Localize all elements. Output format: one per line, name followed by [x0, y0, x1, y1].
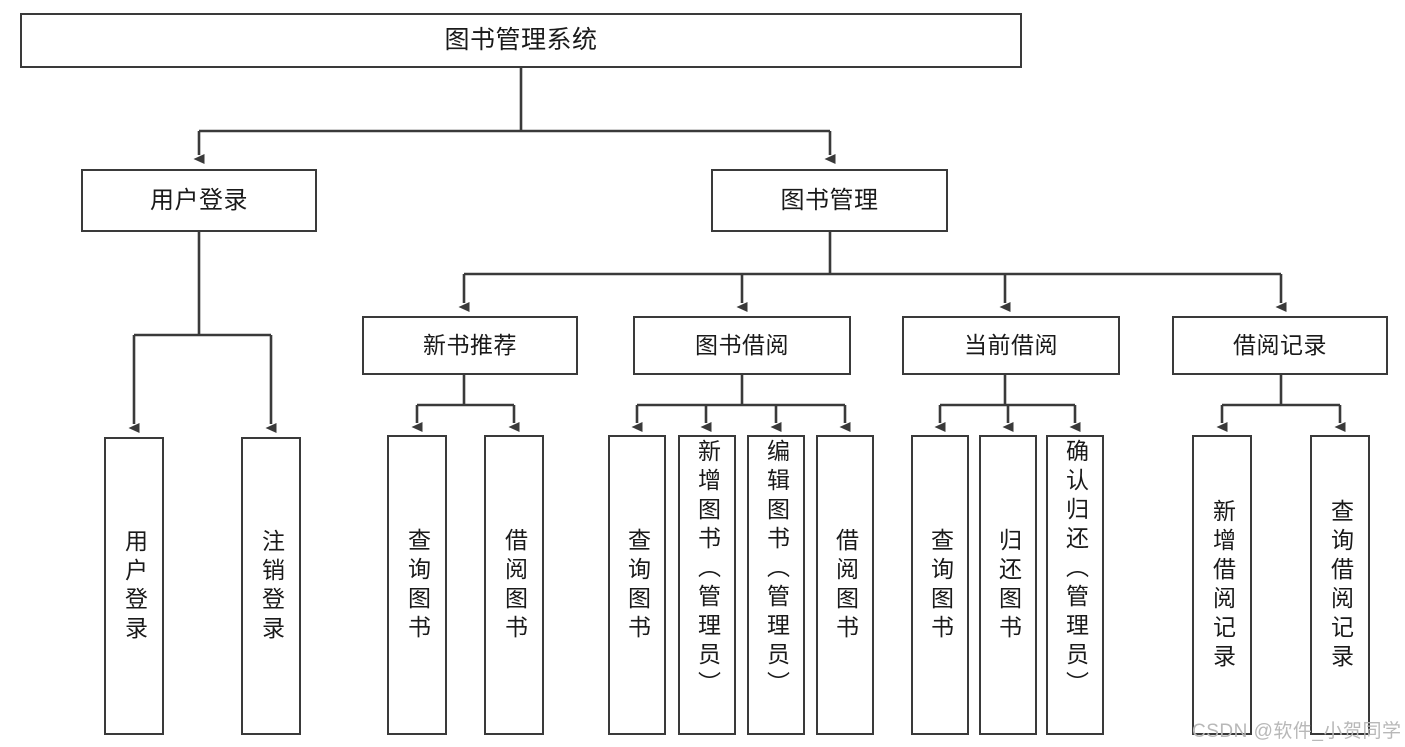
node-leaf-query-book-3-label: 查询图书	[927, 528, 954, 644]
node-borrow-record-label: 借阅记录	[1233, 332, 1327, 359]
node-leaf-user-login[interactable]: 用户登录	[104, 437, 164, 735]
node-user-login[interactable]: 用户登录	[81, 169, 317, 232]
node-book-borrow-label: 图书借阅	[695, 332, 789, 359]
node-leaf-logout[interactable]: 注销登录	[241, 437, 301, 735]
node-current-borrow-label: 当前借阅	[964, 332, 1058, 359]
node-leaf-borrow-book-1-label: 借阅图书	[501, 528, 528, 644]
node-new-book-recommend-label: 新书推荐	[423, 332, 517, 359]
node-root[interactable]: 图书管理系统	[20, 13, 1022, 68]
node-root-label: 图书管理系统	[444, 26, 598, 55]
node-leaf-borrow-book-2-label: 借阅图书	[832, 528, 859, 644]
csdn-watermark: CSDN @软件_小贺同学	[1192, 721, 1402, 742]
node-leaf-user-login-label: 用户登录	[121, 529, 148, 645]
node-leaf-query-book-1-label: 查询图书	[404, 528, 431, 644]
node-current-borrow[interactable]: 当前借阅	[902, 316, 1120, 375]
node-book-management-label: 图书管理	[780, 186, 879, 214]
node-leaf-borrow-book-1[interactable]: 借阅图书	[484, 435, 544, 735]
node-leaf-query-book-2-label: 查询图书	[624, 528, 651, 644]
node-book-borrow[interactable]: 图书借阅	[633, 316, 851, 375]
node-leaf-confirm-return[interactable]: 确认归还（管理员）	[1046, 435, 1104, 735]
node-leaf-return-book-label: 归还图书	[995, 528, 1022, 644]
node-book-management[interactable]: 图书管理	[711, 169, 948, 232]
node-borrow-record[interactable]: 借阅记录	[1172, 316, 1388, 375]
node-leaf-add-record-label: 新增借阅记录	[1209, 499, 1236, 673]
node-leaf-add-book[interactable]: 新增图书（管理员）	[678, 435, 736, 735]
node-leaf-query-book-2[interactable]: 查询图书	[608, 435, 666, 735]
node-leaf-query-book-1[interactable]: 查询图书	[387, 435, 447, 735]
node-leaf-edit-book[interactable]: 编辑图书（管理员）	[747, 435, 805, 735]
node-leaf-return-book[interactable]: 归还图书	[979, 435, 1037, 735]
node-new-book-recommend[interactable]: 新书推荐	[362, 316, 578, 375]
node-leaf-edit-book-label: 编辑图书（管理员）	[763, 439, 790, 700]
node-leaf-borrow-book-2[interactable]: 借阅图书	[816, 435, 874, 735]
node-leaf-logout-label: 注销登录	[258, 529, 285, 645]
node-leaf-confirm-return-label: 确认归还（管理员）	[1062, 439, 1089, 700]
node-user-login-label: 用户登录	[150, 186, 248, 214]
node-leaf-query-record[interactable]: 查询借阅记录	[1310, 435, 1370, 735]
node-leaf-query-record-label: 查询借阅记录	[1327, 499, 1354, 673]
node-leaf-add-book-label: 新增图书（管理员）	[694, 439, 721, 700]
node-leaf-query-book-3[interactable]: 查询图书	[911, 435, 969, 735]
node-leaf-add-record[interactable]: 新增借阅记录	[1192, 435, 1252, 735]
